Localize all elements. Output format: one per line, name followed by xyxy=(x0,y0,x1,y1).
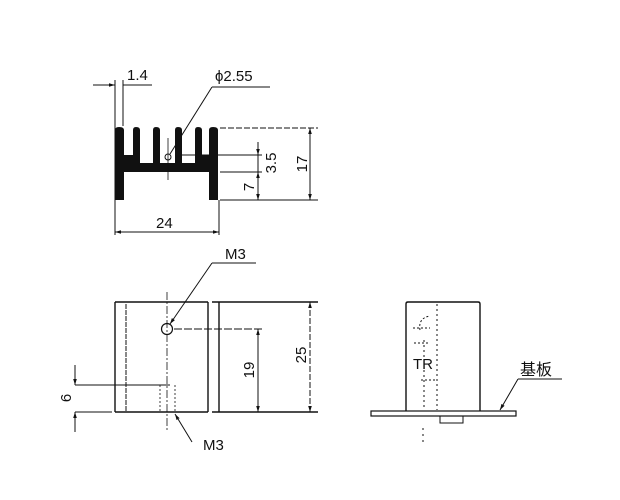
front-view-outline xyxy=(114,292,318,432)
top-view-profile xyxy=(115,127,218,200)
label-top-hole: M3 xyxy=(225,246,246,263)
side-view xyxy=(370,301,562,442)
dim-height-total: 17 xyxy=(294,156,311,173)
label-transistor: TR xyxy=(413,356,433,373)
dim-hole-height: 19 xyxy=(241,362,258,379)
dim-fin-thickness: 1.4 xyxy=(127,67,148,84)
top-view-dimensions xyxy=(93,80,318,235)
circuit-board xyxy=(370,410,517,417)
dim-leg: 7 xyxy=(241,183,258,191)
label-board: 基板 xyxy=(520,361,552,379)
dim-total-height: 25 xyxy=(293,347,310,364)
dim-tap-depth: 6 xyxy=(58,394,75,402)
label-bottom-hole: M3 xyxy=(203,437,224,454)
front-view-dimensions xyxy=(73,262,312,443)
dim-fin-step: 3.5 xyxy=(263,153,280,174)
dim-hole-diameter: ϕ2.55 xyxy=(215,68,253,85)
dim-width: 24 xyxy=(156,215,173,232)
